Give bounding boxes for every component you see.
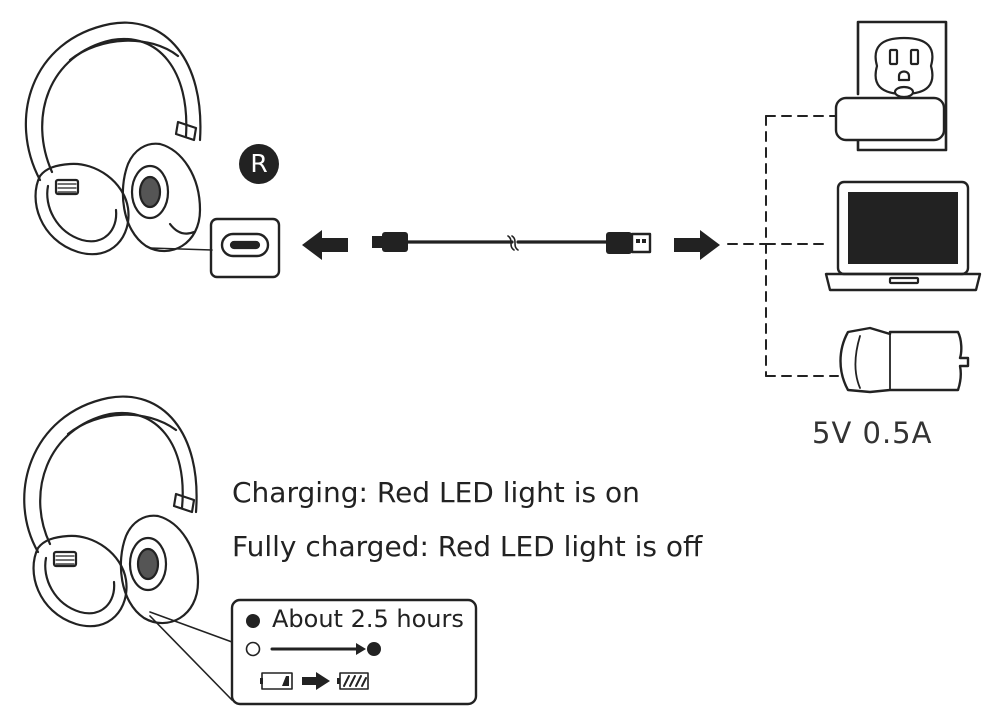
laptop-icon	[824, 180, 982, 292]
headphones-top-illustration	[24, 21, 213, 256]
port-badge-label: R	[250, 149, 268, 178]
usb-cable	[302, 230, 720, 260]
usb-c-port-callout	[209, 217, 281, 279]
charged-status-text: Fully charged: Red LED light is off	[232, 530, 703, 563]
arrow-right-icon	[674, 230, 720, 260]
battery-empty-icon	[260, 672, 293, 690]
led-status-callout	[230, 598, 478, 706]
headphones-bottom-illustration	[23, 395, 233, 701]
battery-full-icon	[337, 672, 369, 690]
led-full-dot-icon	[367, 642, 381, 656]
power-spec-label: 5V 0.5A	[812, 416, 933, 450]
led-on-dot-icon	[246, 614, 260, 628]
battery-arrow-icon	[302, 672, 330, 690]
charge-time-label: About 2.5 hours	[272, 605, 464, 633]
port-badge-circle	[239, 144, 279, 184]
arrow-left-icon	[302, 230, 348, 260]
charging-status-text: Charging: Red LED light is on	[232, 476, 640, 509]
car-charger-icon	[839, 326, 970, 394]
power-source-connector	[727, 115, 839, 377]
wall-outlet-icon	[834, 20, 948, 152]
led-off-dot-icon	[245, 641, 261, 657]
